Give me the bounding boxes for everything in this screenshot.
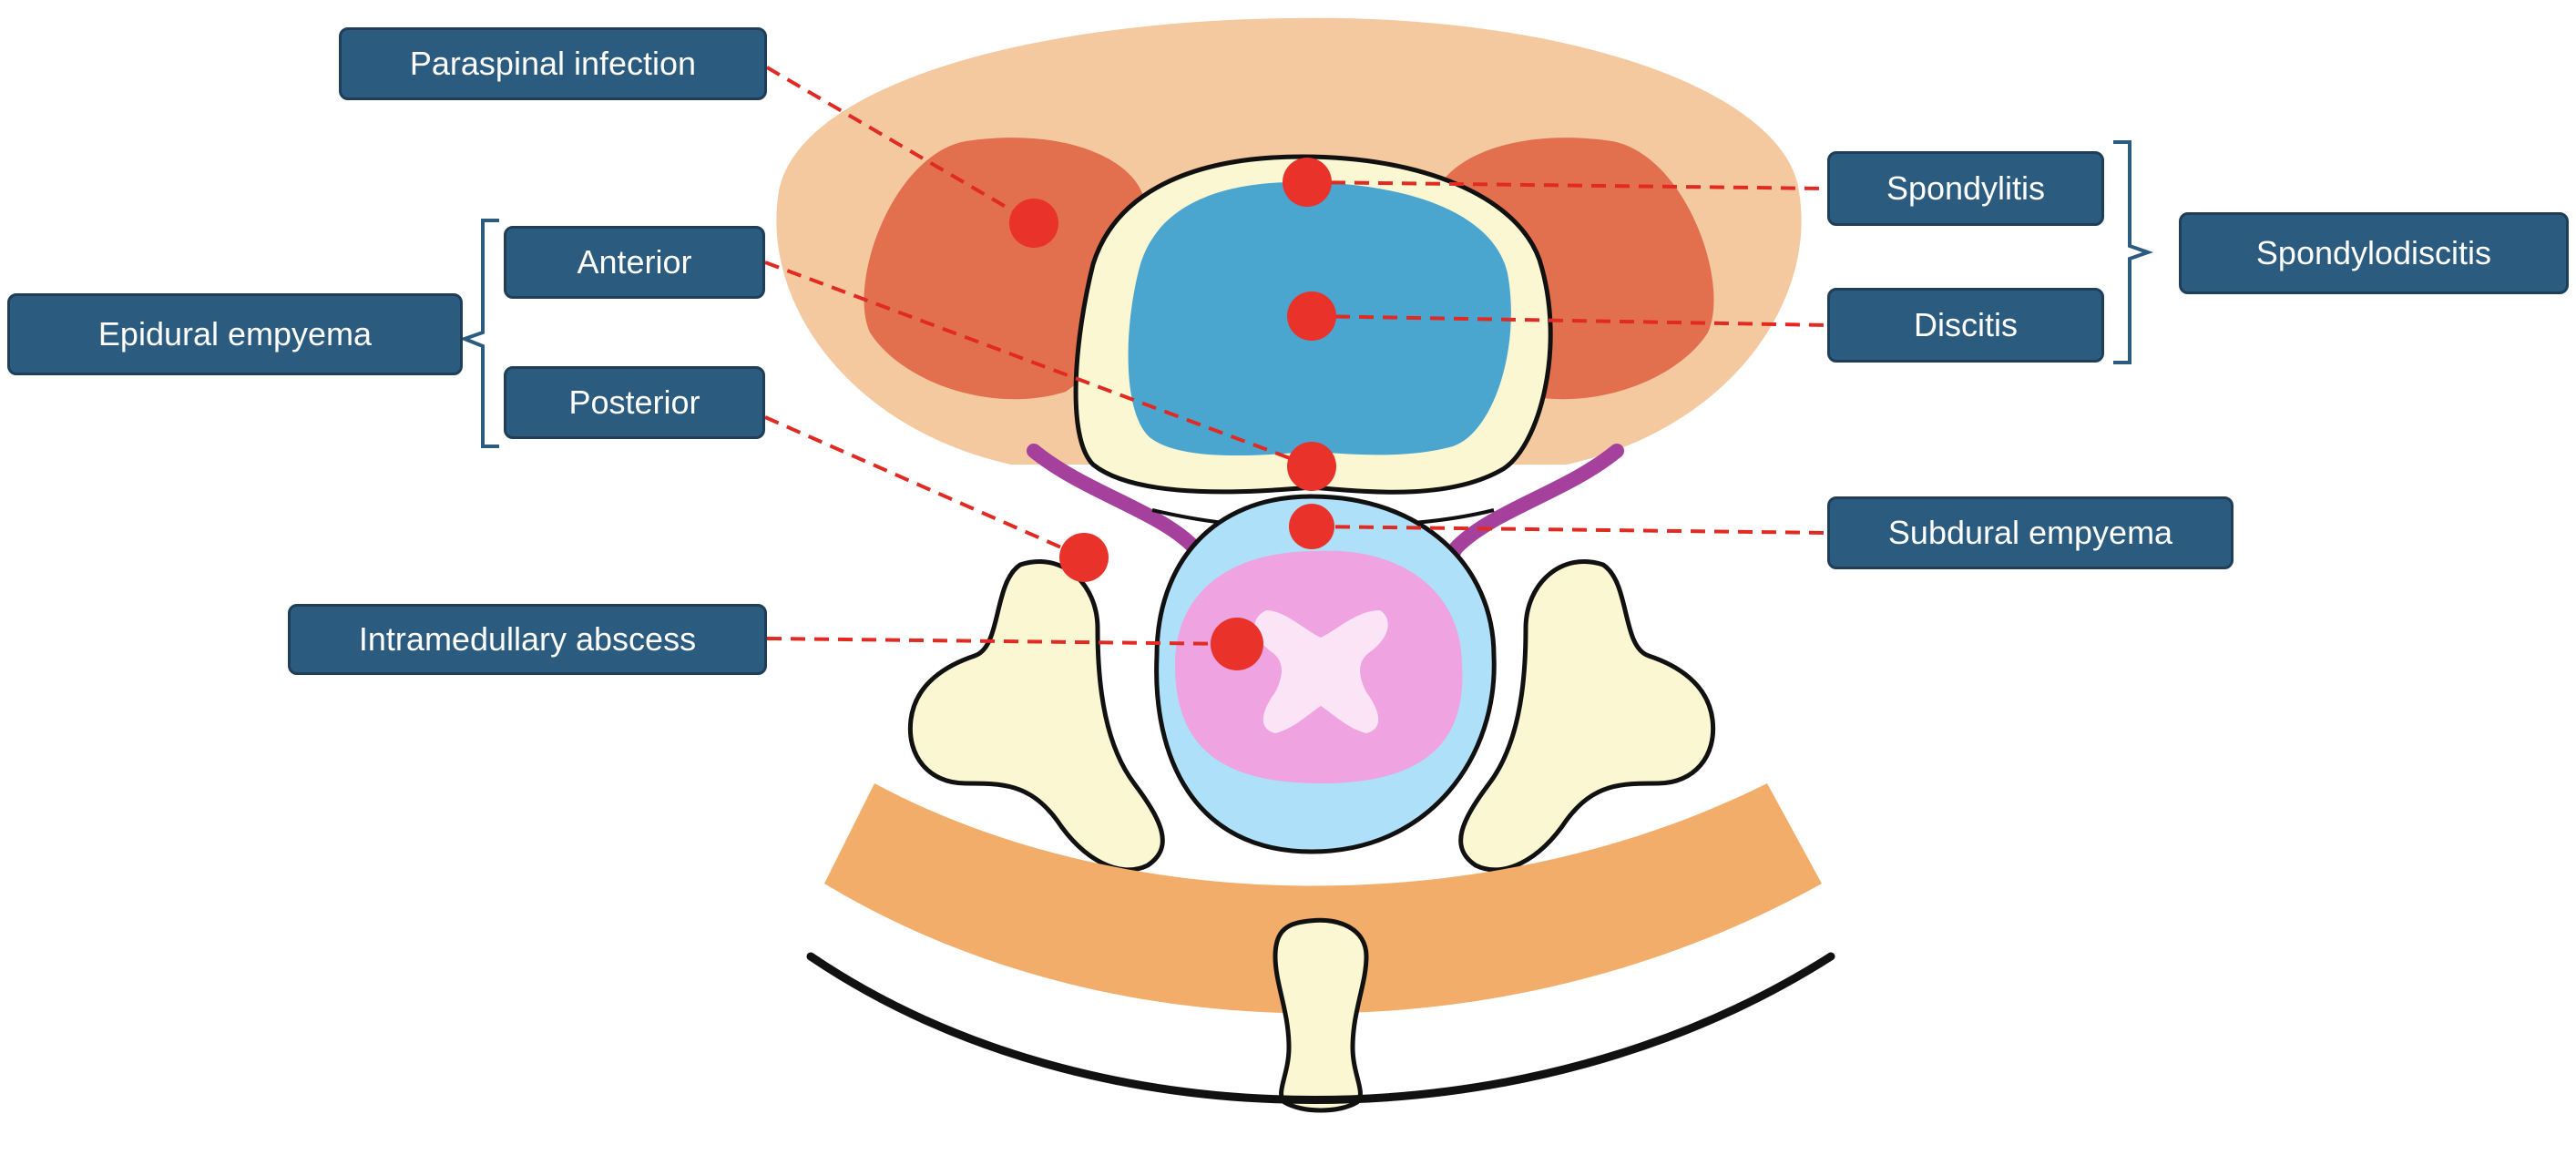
label-paraspinal-infection: Paraspinal infection <box>339 27 767 100</box>
marker-intramedullary <box>1211 618 1263 670</box>
grey-matter <box>1254 610 1388 733</box>
label-spondylodiscitis: Spondylodiscitis <box>2179 212 2569 294</box>
label-intramedullary-abscess: Intramedullary abscess <box>288 604 767 675</box>
marker-discitis <box>1287 291 1336 341</box>
right-lamina-bone <box>1458 559 1716 873</box>
label-epidural-empyema: Epidural empyema <box>7 293 463 375</box>
left-lamina-bone <box>907 559 1165 873</box>
leader-discitis <box>1311 314 1828 327</box>
label-subdural-empyema: Subdural empyema <box>1827 496 2234 569</box>
spondylodiscitis-bracket <box>2113 140 2154 364</box>
leader-anterior <box>764 261 1313 468</box>
marker-paraspinal <box>1009 199 1058 248</box>
posterior-muscle-band <box>824 783 1822 1014</box>
marker-posterior-epidural <box>1059 533 1109 582</box>
leader-spondylitis <box>1306 180 1828 190</box>
label-spondylitis: Spondylitis <box>1827 151 2104 226</box>
leader-intramedullary <box>766 637 1235 646</box>
marker-subdural <box>1289 504 1334 549</box>
spinous-process <box>1273 917 1369 1113</box>
skin-contour <box>806 952 1835 1104</box>
leader-lines <box>764 66 1828 646</box>
epidural-bracket <box>459 219 499 448</box>
label-posterior: Posterior <box>504 366 765 439</box>
label-discitis: Discitis <box>1827 288 2104 363</box>
marker-spondylitis <box>1283 158 1332 207</box>
leader-posterior <box>764 415 1085 559</box>
infection-markers <box>1009 158 1336 670</box>
marker-anterior-epidural <box>1287 442 1336 491</box>
label-anterior: Anterior <box>504 226 765 299</box>
leader-subdural <box>1311 525 1828 535</box>
left-infected-muscle <box>864 138 1147 400</box>
leader-paraspinal <box>765 66 1036 225</box>
